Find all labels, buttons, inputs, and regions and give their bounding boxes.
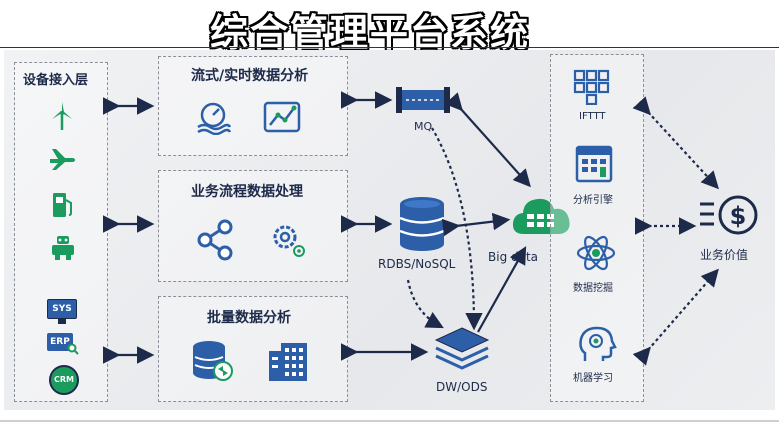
diagram-canvas: 设备接入层 SYS ERP xyxy=(4,50,775,410)
dw-label: DW/ODS xyxy=(436,380,488,394)
crm-icon: CRM xyxy=(49,365,79,395)
airplane-icon xyxy=(50,149,75,170)
gear-icon xyxy=(273,225,305,257)
batch-analysis-panel: 批量数据分析 xyxy=(158,296,348,402)
brain-head-icon xyxy=(579,326,617,361)
arrow-mq-bigdata xyxy=(444,92,531,188)
erp-label: ERP xyxy=(47,333,73,351)
ifttt-grid-icon xyxy=(573,69,610,105)
bottom-divider xyxy=(0,420,779,422)
wind-turbine-icon xyxy=(52,102,72,130)
business-value-label: 业务价值 xyxy=(700,248,749,262)
rdbs-label: RDBS/NoSQL xyxy=(378,257,456,271)
dashboard-icon xyxy=(575,145,613,183)
atom-icon xyxy=(576,235,616,271)
dollar-coin-icon: $ xyxy=(700,195,758,235)
ifttt-label: IFTTT xyxy=(579,111,606,122)
building-icon xyxy=(269,343,307,381)
connector-layer xyxy=(102,91,719,366)
business-process-title: 业务流程数据处理 xyxy=(191,184,303,200)
erp-icon: ERP xyxy=(47,333,79,357)
access-layer-panel: 设备接入层 SYS ERP xyxy=(14,62,108,402)
database-icon xyxy=(399,197,445,251)
svg-text:$: $ xyxy=(730,202,747,230)
page-title: 综合管理平台系统 xyxy=(209,11,530,55)
robot-icon xyxy=(52,236,74,260)
stream-gauge-icon xyxy=(197,102,231,135)
arrow-dw-bigdata xyxy=(477,246,527,333)
batch-analysis-title: 批量数据分析 xyxy=(207,310,291,326)
arrow-rdbs-bigdata xyxy=(441,212,511,237)
sys-label: SYS xyxy=(47,299,77,319)
dotted-mq-dw xyxy=(431,127,483,331)
line-chart-icon xyxy=(263,101,301,133)
dotted-ifttt-value xyxy=(632,96,719,190)
access-layer-title: 设备接入层 xyxy=(23,73,89,88)
dotted-ml-value xyxy=(632,268,719,366)
search-engine-label: 分析引擎 xyxy=(573,195,613,206)
sys-monitor-icon: SYS xyxy=(47,299,77,325)
machine-learning-label: 机器学习 xyxy=(573,373,613,384)
business-process-panel: 业务流程数据处理 xyxy=(158,170,348,282)
title-divider xyxy=(0,47,779,48)
mq-label: MQ xyxy=(414,120,433,133)
apps-panel: IFTTT 分析引擎 数据挖掘 机器学习 xyxy=(550,54,644,402)
fuel-pump-icon xyxy=(53,193,72,217)
data-mining-label: 数据挖掘 xyxy=(573,283,613,294)
share-icon xyxy=(197,219,233,261)
layers-icon xyxy=(434,327,490,370)
database-sync-icon xyxy=(193,341,233,381)
stream-analysis-title: 流式/实时数据分析 xyxy=(191,68,309,84)
dotted-rdbs-dw xyxy=(406,279,444,329)
stream-analysis-panel: 流式/实时数据分析 xyxy=(158,56,348,156)
